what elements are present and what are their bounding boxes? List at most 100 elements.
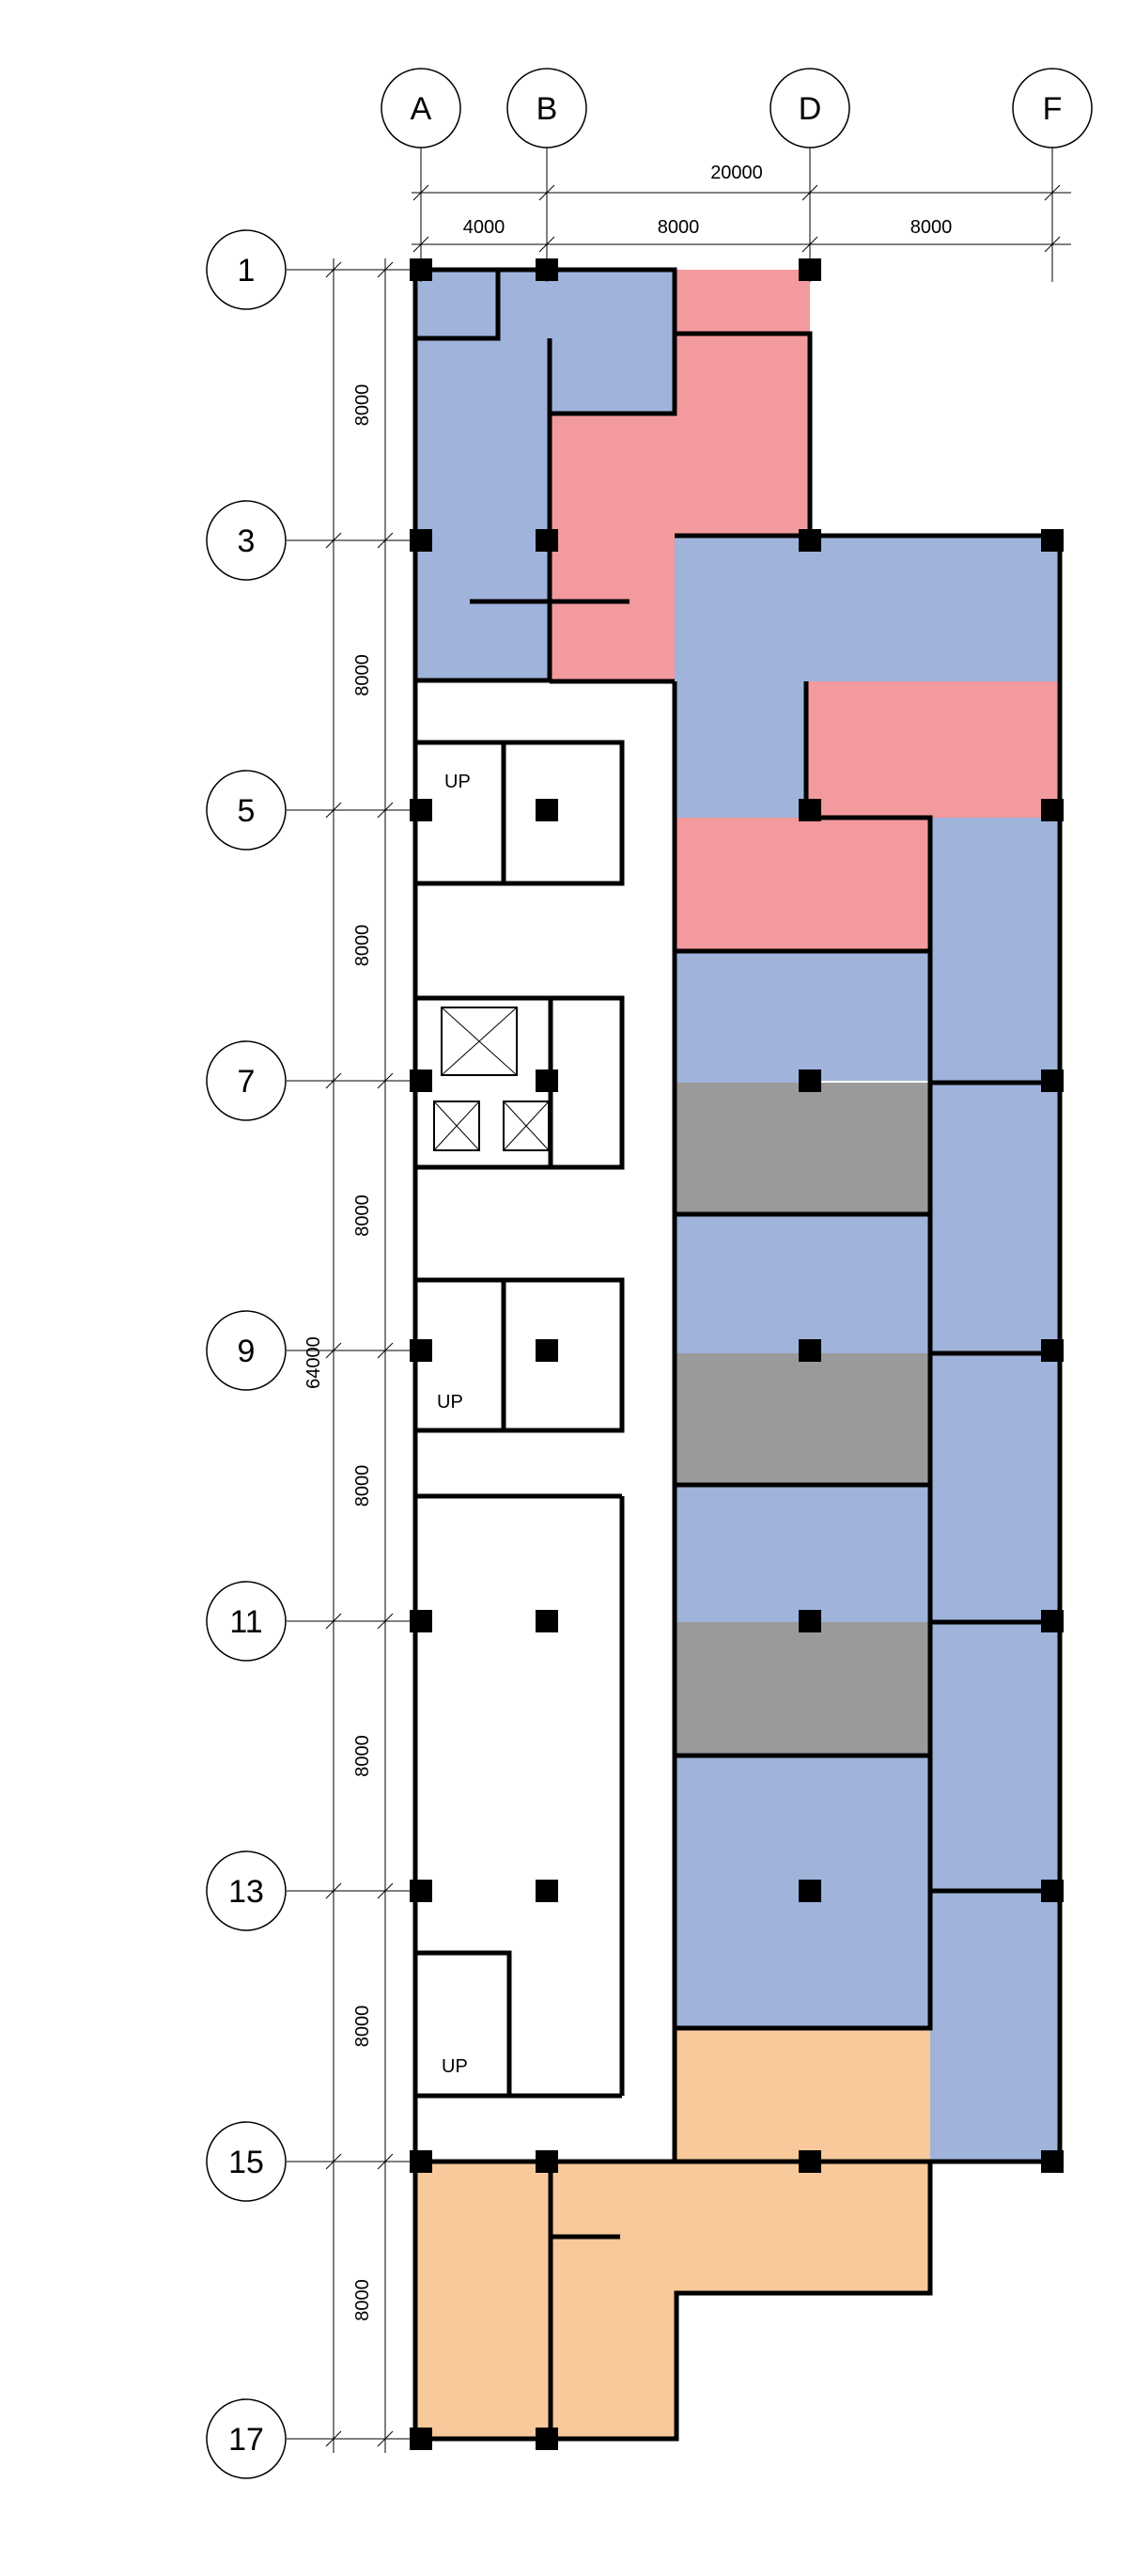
dim-row-spacing-7: 8000 — [352, 2279, 373, 2321]
structural-column-24 — [536, 1880, 558, 1902]
structural-column-4 — [536, 529, 558, 552]
grid-bubble-col-B — [506, 68, 587, 148]
dim-tick-bay-0 — [412, 236, 429, 253]
unit-blue-2 — [675, 536, 1060, 818]
dim-tick-r-1 — [377, 532, 394, 549]
dim-tick-h-5 — [325, 1613, 342, 1630]
dim-row-spacing-5: 8000 — [352, 1735, 373, 1777]
dim-tick-bay-3 — [1044, 236, 1061, 253]
structural-column-26 — [1041, 1880, 1064, 1902]
dim-tick-h-8 — [325, 2430, 342, 2447]
dim-col-spacing-2: 8000 — [910, 217, 953, 238]
dim-tick-h-0 — [325, 261, 342, 278]
structural-columns — [410, 258, 1064, 2450]
dim-tick-top-2 — [801, 184, 818, 201]
dim-tick-top-1 — [538, 184, 555, 201]
grid-label-col-D: D — [799, 91, 822, 127]
stair-up-label-3: UP — [442, 2056, 468, 2077]
grid-label-row-11: 11 — [229, 1604, 262, 1640]
structural-column-30 — [1041, 2150, 1064, 2173]
structural-column-25 — [799, 1880, 821, 1902]
grid-bubble-row-5 — [206, 770, 287, 851]
structural-column-22 — [1041, 1610, 1064, 1632]
grid-bubble-col-A — [381, 68, 461, 148]
core-elevators — [412, 995, 625, 1170]
dim-tick-r-5 — [377, 1613, 394, 1630]
grid-system — [206, 68, 1093, 2479]
structural-column-8 — [536, 799, 558, 821]
grid-label-row-15: 15 — [228, 2145, 264, 2180]
dim-tick-r-2 — [377, 802, 394, 819]
grid-label-col-B: B — [536, 91, 558, 127]
dim-tick-r-0 — [377, 261, 394, 278]
unit-blue-1 — [415, 270, 675, 680]
grid-label-col-F: F — [1043, 91, 1063, 127]
dimension-lines — [325, 184, 1071, 2453]
dim-tick-r-3 — [377, 1072, 394, 1089]
dim-col-spacing-1: 8000 — [658, 217, 700, 238]
grid-label-row-17: 17 — [228, 2422, 264, 2458]
stair-up-label-1: UP — [444, 772, 471, 792]
dim-tick-h-2 — [325, 802, 342, 819]
structural-column-32 — [536, 2428, 558, 2450]
structural-column-6 — [1041, 529, 1064, 552]
dim-tick-h-3 — [325, 1072, 342, 1089]
structural-column-17 — [799, 1339, 821, 1362]
grid-label-row-7: 7 — [238, 1064, 256, 1100]
dim-row-spacing-6: 8000 — [352, 2006, 373, 2048]
dim-tick-bay-1 — [538, 236, 555, 253]
dim-tick-h-1 — [325, 532, 342, 549]
grid-label-row-3: 3 — [238, 523, 256, 559]
dim-col-spacing-0: 4000 — [463, 217, 505, 238]
elevator-car-1 — [441, 1007, 518, 1076]
grid-bubble-col-F — [1012, 68, 1093, 148]
wall-1 — [415, 270, 501, 341]
wall-12 — [675, 1756, 933, 2031]
dim-tick-h-7 — [325, 2153, 342, 2170]
grid-bubble-row-7 — [206, 1040, 287, 1121]
stair-up-label-2: UP — [437, 1392, 463, 1413]
structural-column-18 — [1041, 1339, 1064, 1362]
exterior-wall-red-top — [675, 331, 813, 536]
structural-column-14 — [1041, 1069, 1064, 1092]
grid-label-row-1: 1 — [238, 253, 256, 289]
dim-row-spacing-2: 8000 — [352, 925, 373, 967]
dim-tick-r-4 — [377, 1342, 394, 1359]
grid-bubble-row-17 — [206, 2398, 287, 2479]
elevator-cross-b-2 — [433, 1101, 480, 1151]
structural-column-9 — [799, 799, 821, 821]
structural-column-20 — [536, 1610, 558, 1632]
structural-column-21 — [799, 1610, 821, 1632]
dim-tick-top-0 — [412, 184, 429, 201]
elevator-car-2 — [433, 1101, 480, 1151]
unit-gray-3 — [675, 1622, 930, 1756]
grid-bubble-row-1 — [206, 229, 287, 310]
structural-column-16 — [536, 1339, 558, 1362]
structural-column-28 — [536, 2150, 558, 2173]
unit-gray-2 — [675, 1353, 930, 1485]
dim-overall-width: 20000 — [710, 163, 763, 183]
grid-bubble-row-3 — [206, 500, 287, 581]
grid-bubble-col-D — [770, 68, 850, 148]
structural-column-29 — [799, 2150, 821, 2173]
structural-column-10 — [1041, 799, 1064, 821]
dim-tick-r-8 — [377, 2430, 394, 2447]
dim-tick-bay-2 — [801, 236, 818, 253]
unit-orange-2 — [675, 2162, 930, 2293]
grid-label-col-A: A — [411, 91, 432, 127]
grid-bubble-row-9 — [206, 1310, 287, 1391]
unit-blue-6 — [675, 1622, 1060, 2028]
core-stair-1 — [412, 740, 625, 886]
dim-tick-top-3 — [1044, 184, 1061, 201]
unit-blue-7 — [806, 1891, 1060, 2162]
unit-fills — [415, 270, 1060, 2439]
grid-label-row-5: 5 — [238, 793, 256, 829]
wall-5 — [675, 681, 933, 954]
dim-overall-height: 64000 — [303, 1336, 324, 1389]
exterior-wall-bottom — [415, 2162, 933, 2442]
unit-orange-3 — [415, 2162, 551, 2439]
elevator-cross-b-1 — [441, 1007, 518, 1076]
elevator-cross-b-3 — [503, 1101, 550, 1151]
dim-tick-h-4 — [325, 1342, 342, 1359]
